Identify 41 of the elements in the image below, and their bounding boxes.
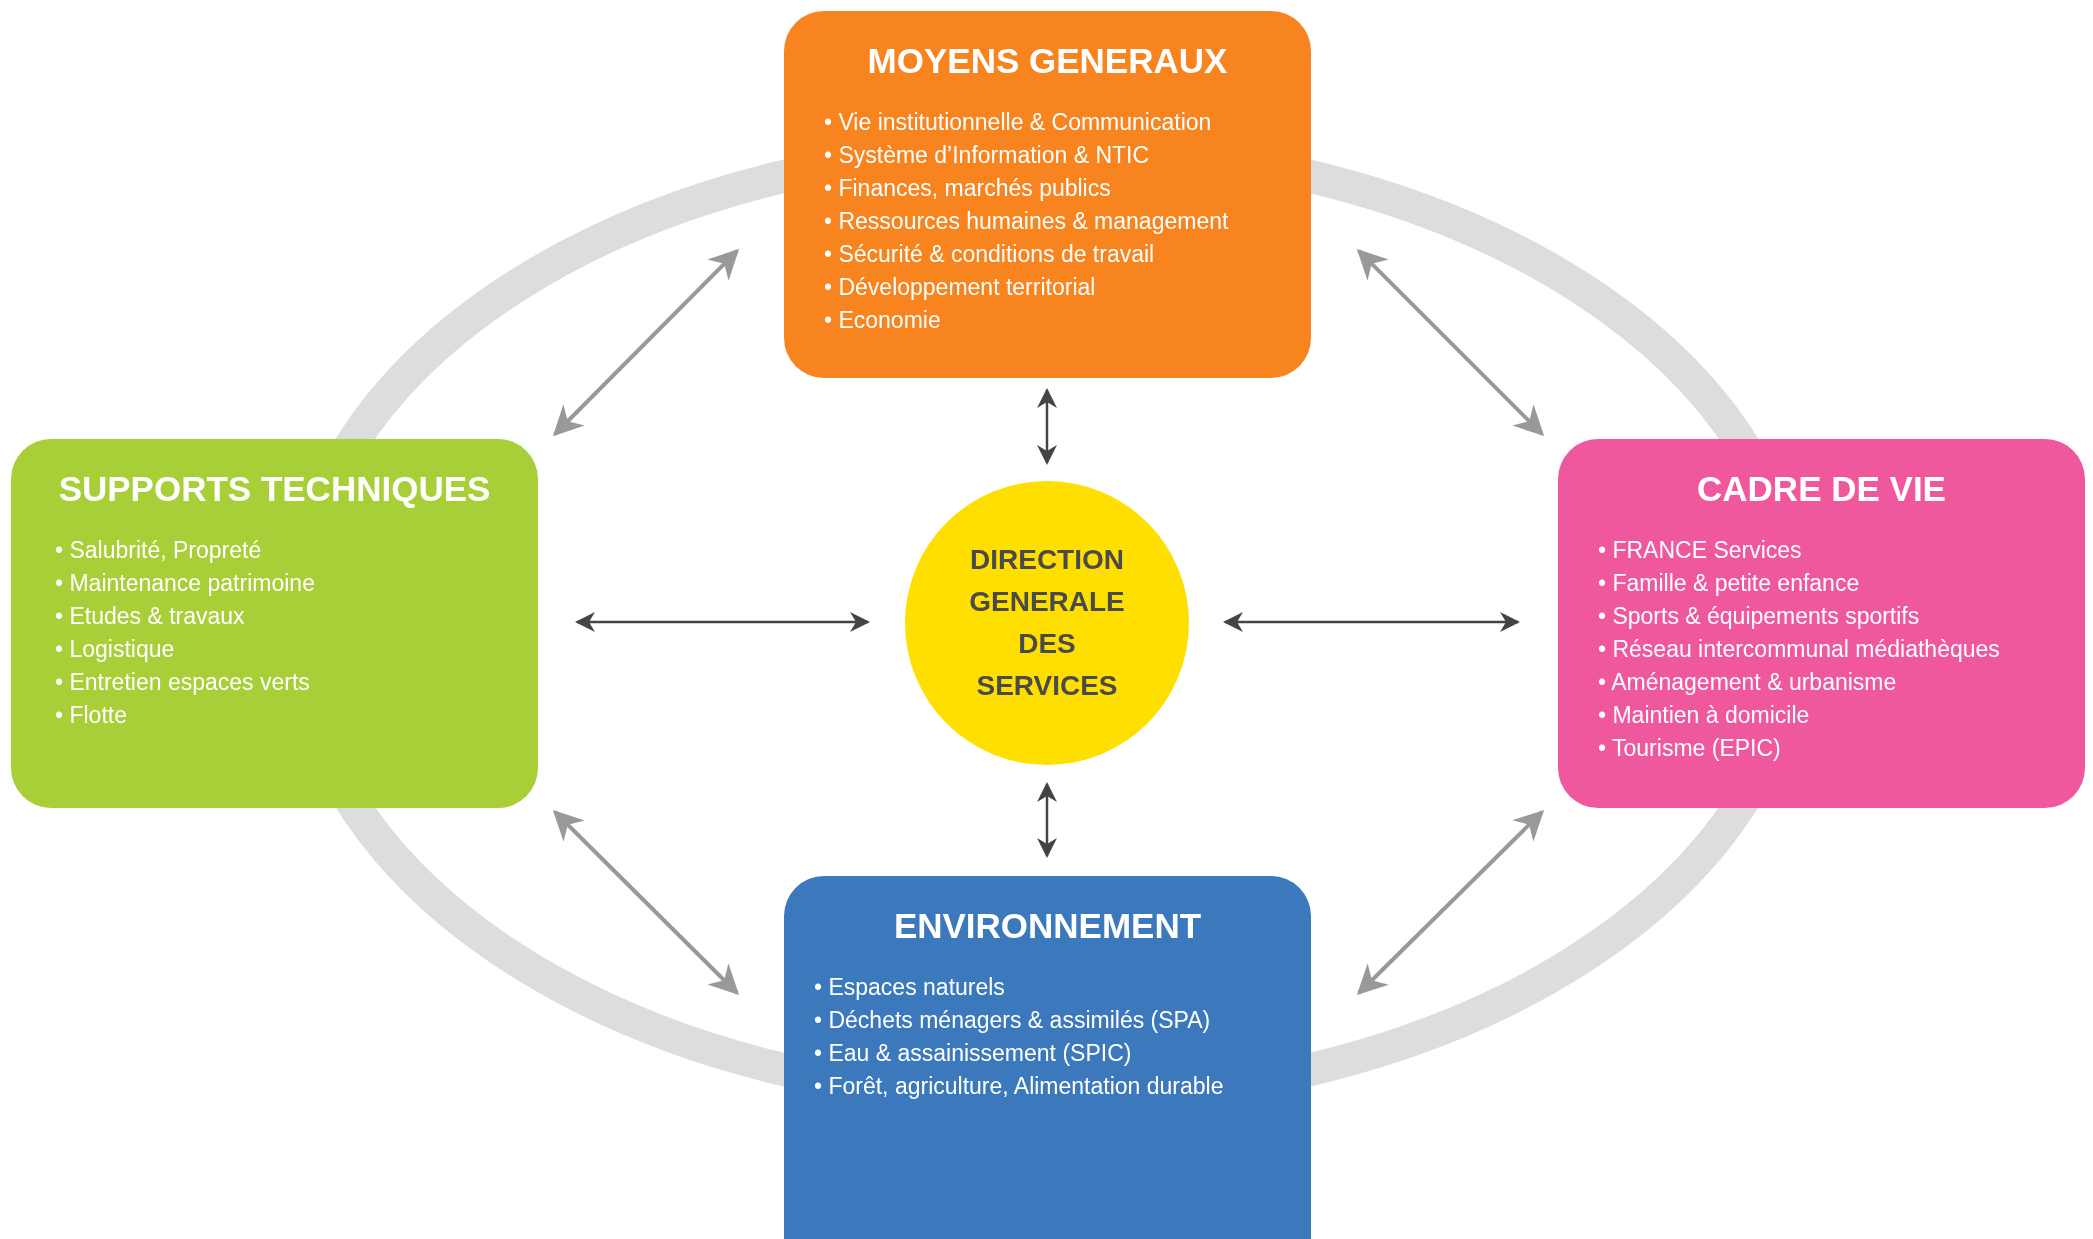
double-arrow	[552, 248, 740, 437]
bullet-item: • Entretien espaces verts	[55, 668, 311, 697]
department-card	[784, 11, 1311, 378]
bullet-item: • Aménagement & urbanisme	[1598, 668, 1898, 697]
double-arrow	[1356, 248, 1545, 437]
bullet-item: • Flotte	[55, 701, 128, 730]
bullet-item: • Espaces naturels	[814, 973, 1006, 1002]
bullet-item: • Eau & assainissement (SPIC)	[814, 1039, 1133, 1068]
bullet-item: • Finances, marchés publics	[824, 174, 1112, 203]
bullet-item: • Réseau intercommunal médiathèques	[1598, 635, 2000, 664]
bullet-item: • FRANCE Services	[1598, 536, 1803, 565]
double-arrow	[575, 612, 870, 632]
double-arrow	[1223, 612, 1520, 632]
bullet-item: • Tourisme (EPIC)	[1598, 734, 1782, 763]
bullet-item: • Salubrité, Propreté	[55, 536, 263, 565]
double-arrow	[1356, 809, 1545, 996]
bullet-item: • Sécurité & conditions de travail	[824, 240, 1156, 269]
bullet-item: • Maintenance patrimoine	[55, 569, 315, 598]
bullet-item: • Famille & petite enfance	[1598, 569, 1861, 598]
bullet-item: • Etudes & travaux	[55, 602, 246, 631]
bullet-item: • Maintien à domicile	[1598, 701, 1811, 730]
bullet-item: • Economie	[824, 306, 942, 335]
center-title: DIRECTION GENERALE DES SERVICES	[968, 543, 1126, 703]
department-card	[784, 876, 1311, 1239]
bullet-item: • Ressources humaines & management	[824, 207, 1229, 236]
bullet-item: • Vie institutionnelle & Communication	[824, 108, 1213, 137]
bullet-item: • Forêt, agriculture, Alimentation durable	[814, 1072, 1224, 1101]
department-card	[11, 439, 538, 808]
department-card	[1558, 439, 2085, 808]
bullet-item: • Développement territorial	[824, 273, 1097, 302]
bullet-item: • Logistique	[55, 635, 176, 664]
section-heading: CADRE DE VIE	[1696, 468, 1947, 510]
double-arrow	[1037, 782, 1057, 858]
bullet-item: • Déchets ménagers & assimilés (SPA)	[814, 1006, 1212, 1035]
bullet-item: • Sports & équipements sportifs	[1598, 602, 1921, 631]
section-heading: MOYENS GENERAUX	[866, 40, 1229, 82]
section-heading: ENVIRONNEMENT	[892, 905, 1203, 947]
double-arrow	[552, 809, 740, 996]
bullet-item: • Système d’Information & NTIC	[824, 141, 1151, 170]
section-heading: SUPPORTS TECHNIQUES	[57, 468, 492, 510]
double-arrow	[1037, 388, 1057, 465]
